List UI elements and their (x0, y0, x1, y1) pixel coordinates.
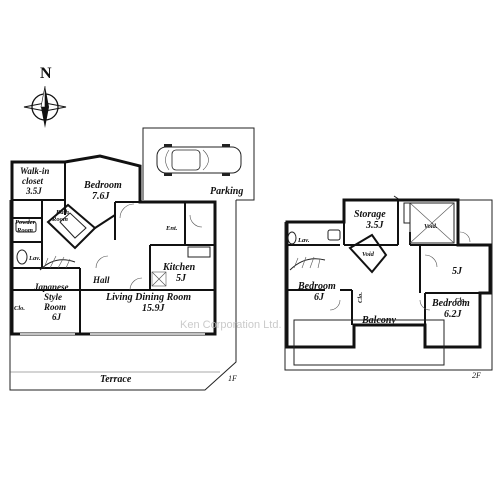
stairs-2f (289, 256, 326, 271)
void-small-label: Void (362, 251, 375, 258)
walkin-closet-size: 3.5J (25, 186, 42, 196)
bedroom-1f-size: 7.6J (92, 191, 111, 202)
floor-1f: Walk-in closet 3.5J Bedroom 7.6J Bath Ro… (9, 154, 237, 391)
lav-2f-label: Lav. (297, 237, 310, 244)
stove-icon (187, 246, 211, 258)
fridge-icon (151, 271, 167, 287)
parking-area: Parking (142, 127, 255, 201)
parking-label: Parking (210, 186, 243, 197)
toilet-2f-icon (287, 231, 297, 245)
kitchen-size: 5J (176, 273, 187, 284)
floor-1f-tag: 1F (228, 374, 237, 383)
balcony-label: Balcony (361, 315, 396, 326)
japanese-room-line1: Japanese (33, 282, 69, 292)
japanese-room-size: 6J (52, 312, 62, 322)
walkin-closet-line2: closet (22, 176, 43, 186)
bedroom-2f-b-size: 6.2J (444, 309, 463, 320)
bedroom-1f-label: Bedroom (83, 180, 122, 191)
clo-1f-label: Clo. (14, 305, 25, 312)
car-icon (156, 144, 242, 176)
terrace-label: Terrace (100, 374, 132, 385)
bedroom-2f-a-size: 6J (314, 292, 325, 303)
lav-1f-label: Lav. (28, 255, 41, 262)
void-large-label: Void. (424, 223, 438, 230)
kitchen-label: Kitchen (162, 262, 196, 273)
compass-north-label: N (40, 65, 52, 82)
sink-icon (15, 221, 37, 233)
stairs-1f (39, 255, 76, 271)
sink-2f-icon (327, 229, 341, 241)
bath-room-line2: Room (51, 216, 68, 223)
living-dining-room-label: Living Dining Room (105, 292, 191, 303)
toilet-icon (16, 249, 28, 265)
compass-rose-icon (23, 85, 67, 128)
entrance-label: Ent. (165, 225, 178, 232)
bath-room-line1: Bath (55, 209, 69, 216)
storage-label: Storage (354, 209, 386, 220)
compass: N (23, 65, 67, 128)
floor-2f: Storage 3.5J Void. Lav. Void 5J Clo. Clo… (284, 195, 493, 380)
living-dining-room-size: 15.9J (142, 303, 166, 314)
walkin-closet-line1: Walk-in (20, 166, 49, 176)
japanese-room-line2: Style (44, 292, 62, 302)
floor-2f-tag: 2F (472, 371, 481, 380)
hall-label: Hall (92, 275, 110, 285)
bedroom-2f-a-label: Bedroom (297, 281, 336, 292)
clo-2f-a-label: Clo. (357, 292, 364, 303)
room-5j-size: 5J (452, 266, 463, 277)
clo-2f-b-label: Clo. (455, 297, 466, 304)
powder-room-line2: Room (16, 227, 33, 234)
watermark: Ken Corporation Ltd. (180, 319, 282, 331)
powder-room-line1: Powder (15, 219, 36, 226)
japanese-room-line3: Room (43, 302, 66, 312)
storage-size: 3.5J (365, 220, 385, 231)
bedroom-2f-b-label: Bedroom (431, 298, 470, 309)
